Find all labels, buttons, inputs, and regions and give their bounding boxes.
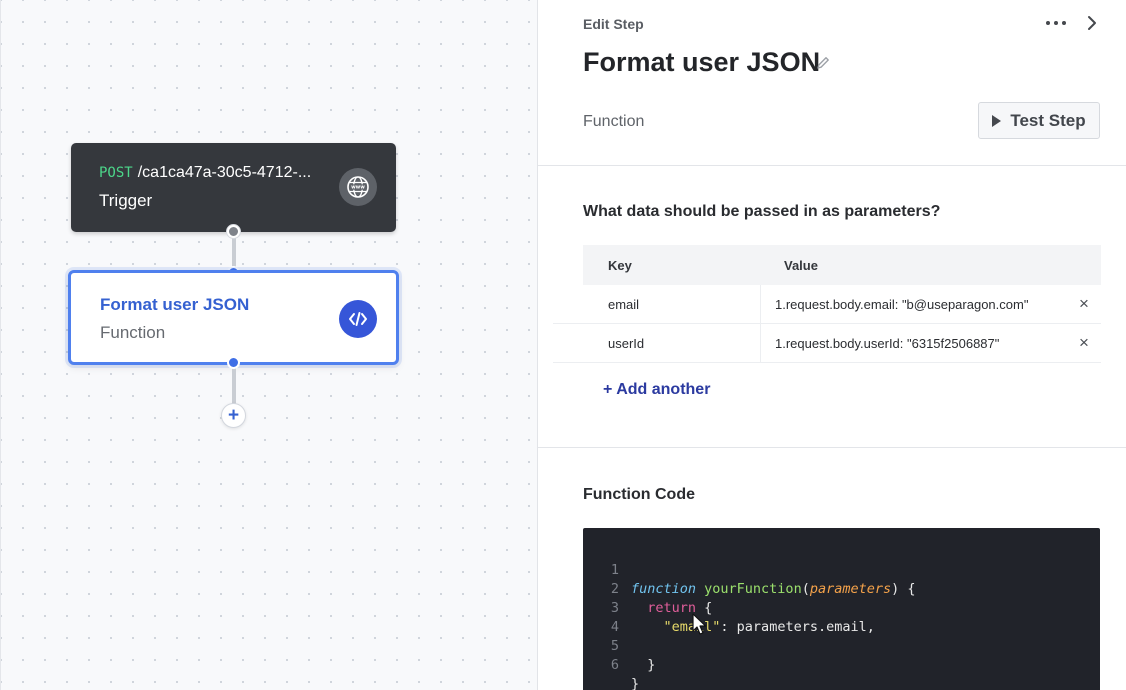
string-literal: "email": [663, 619, 721, 635]
value-column-header: Value: [784, 257, 818, 273]
code-line: 3 "email": parameters.email,: [583, 580, 875, 635]
edit-step-panel: Edit Step Format user JSON Function Test…: [537, 0, 1126, 690]
table-header: Key Value: [583, 245, 1101, 285]
test-step-label: Test Step: [1010, 110, 1086, 130]
param-key-field[interactable]: email: [553, 285, 761, 323]
param-value-field[interactable]: 1.request.body.email: "b@useparagon.com": [775, 296, 1029, 312]
parameters-table: Key Value email 1.request.body.email: "b…: [553, 245, 1101, 363]
line-number: 5: [610, 638, 619, 654]
parameters-question: What data should be passed in as paramet…: [583, 203, 941, 220]
function-node-title: Format user JSON: [100, 295, 250, 314]
function-code-title: Function Code: [583, 486, 695, 503]
trigger-label: Trigger: [99, 191, 153, 210]
function-output-port[interactable]: [227, 356, 240, 369]
globe-icon: www: [339, 168, 377, 206]
param-value-field[interactable]: 1.request.body.userId: "6315f2506887": [775, 335, 1000, 351]
code-text: : parameters.email,: [720, 619, 875, 635]
more-options-icon[interactable]: [1044, 11, 1068, 35]
line-number: 1: [610, 562, 619, 578]
trigger-output-port[interactable]: [227, 225, 240, 238]
function-code-section: Function Code 1 function yourFunction(pa…: [538, 448, 1126, 690]
punctuation: (: [801, 581, 810, 597]
parameters-section: What data should be passed in as paramet…: [538, 166, 1126, 448]
param-key-field[interactable]: userId: [553, 324, 761, 362]
pencil-icon[interactable]: [815, 55, 831, 71]
table-row: userId 1.request.body.userId: "6315f2506…: [553, 324, 1101, 363]
function-step-node[interactable]: Format user JSON Function: [68, 270, 399, 365]
code-line: 6 }: [583, 637, 648, 690]
code-icon: [339, 300, 377, 338]
line-number: 6: [610, 657, 619, 673]
trigger-node[interactable]: POST/ca1ca47a-30c5-4712-... Trigger www: [71, 143, 396, 232]
step-title[interactable]: Format user JSON: [583, 47, 821, 77]
code-line: 2 return {: [583, 561, 712, 616]
add-step-button[interactable]: +: [221, 403, 246, 428]
parameter-name: parameters: [809, 581, 892, 597]
endpoint-path: /ca1ca47a-30c5-4712-...: [137, 164, 312, 181]
line-number: 3: [610, 600, 619, 616]
keyword: function: [631, 581, 697, 597]
test-step-button[interactable]: Test Step: [978, 102, 1100, 139]
function-name: yourFunction: [696, 581, 802, 597]
table-row: email 1.request.body.email: "b@useparago…: [553, 285, 1101, 324]
step-type-label: Function: [583, 113, 645, 130]
punctuation: ) {: [891, 581, 916, 597]
panel-header: Edit Step Format user JSON Function Test…: [538, 0, 1126, 166]
mouse-cursor-icon: [692, 613, 707, 635]
trigger-endpoint: POST/ca1ca47a-30c5-4712-...: [99, 164, 311, 182]
workflow-canvas[interactable]: POST/ca1ca47a-30c5-4712-... Trigger www …: [0, 0, 537, 690]
code-line: 4: [583, 599, 648, 635]
code-line: 5 }: [583, 618, 656, 673]
code-line: 1 function yourFunction(parameters) {: [583, 542, 916, 597]
remove-row-icon[interactable]: ×: [1079, 333, 1089, 352]
add-another-link[interactable]: + Add another: [603, 381, 711, 398]
code-text: }: [631, 657, 656, 673]
header-actions: [1044, 11, 1102, 35]
line-number: 2: [610, 581, 619, 597]
panel-eyebrow: Edit Step: [583, 16, 644, 32]
play-icon: [992, 114, 1002, 127]
line-number: 4: [610, 619, 619, 635]
code-editor[interactable]: 1 function yourFunction(parameters) { 2 …: [583, 528, 1100, 690]
connector-line: [232, 232, 236, 272]
remove-row-icon[interactable]: ×: [1079, 294, 1089, 313]
svg-text:www: www: [351, 185, 365, 191]
http-method-label: POST: [99, 165, 133, 181]
keyword: return: [647, 600, 697, 616]
function-node-type: Function: [100, 323, 166, 342]
chevron-right-icon[interactable]: [1082, 11, 1102, 35]
plus-icon: +: [227, 405, 240, 426]
code-text: {: [696, 600, 713, 616]
connector-line: [232, 365, 236, 405]
code-text: }: [631, 676, 640, 690]
key-column-header: Key: [608, 257, 632, 273]
